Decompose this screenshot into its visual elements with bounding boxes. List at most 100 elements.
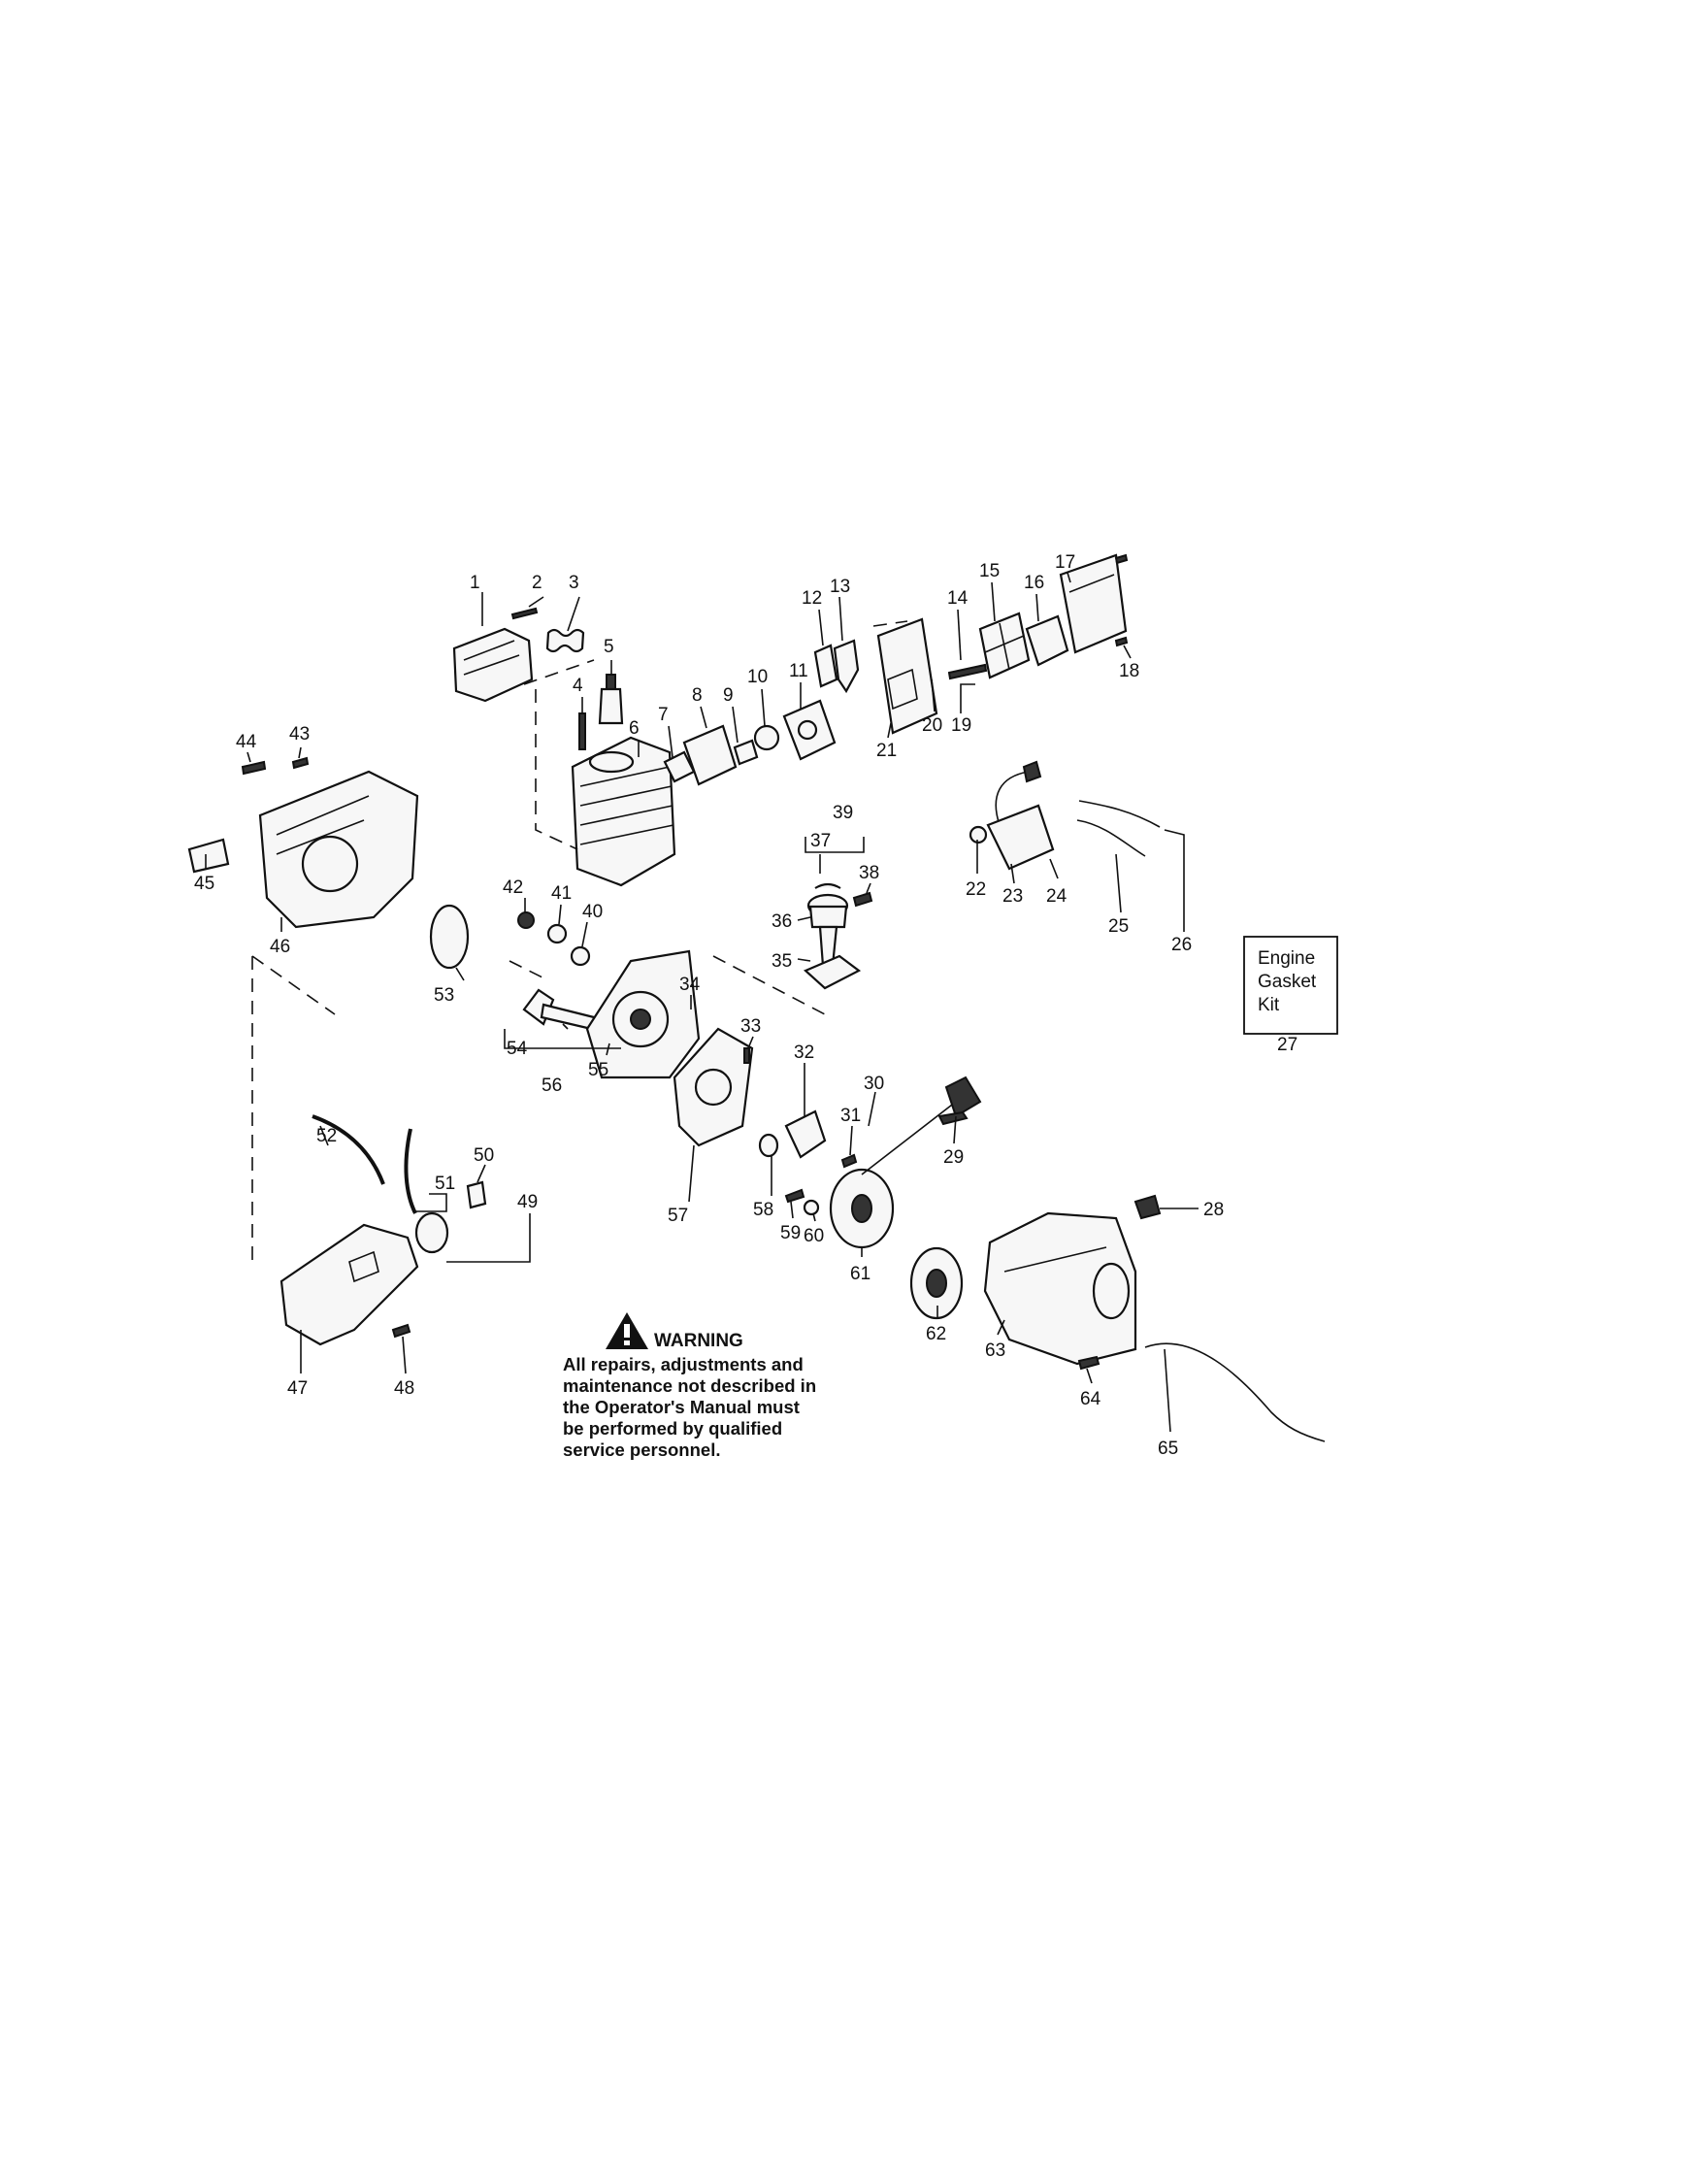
part-number: 15 <box>979 561 1000 581</box>
part-seal-40 <box>570 945 591 967</box>
part-number: 50 <box>474 1145 494 1166</box>
part-engine-shroud <box>258 770 419 929</box>
part-number: 59 <box>780 1223 801 1243</box>
part-number: 19 <box>951 715 971 736</box>
part-nut-60 <box>803 1199 820 1216</box>
part-number: 2 <box>532 573 542 593</box>
warning-title: WARNING <box>654 1331 743 1351</box>
part-number: 56 <box>542 1075 562 1096</box>
part-number: 53 <box>434 985 454 1006</box>
part-screw-2 <box>510 607 539 620</box>
part-number: 5 <box>604 637 614 657</box>
part-carburetor <box>782 699 837 761</box>
part-clip-45 <box>187 838 230 874</box>
part-washer-58 <box>758 1133 779 1158</box>
part-number: 35 <box>772 951 792 972</box>
part-wire-26 <box>1078 800 1161 828</box>
part-number: 16 <box>1024 573 1044 593</box>
part-number: 14 <box>947 588 969 609</box>
part-seal-42 <box>517 911 535 929</box>
part-number: 39 <box>833 803 853 823</box>
part-insulator-8 <box>682 724 738 786</box>
part-number: 62 <box>926 1324 946 1344</box>
part-pin-4 <box>578 712 586 750</box>
part-piston <box>806 893 849 968</box>
part-crankcase-half <box>673 1027 754 1147</box>
part-crankshaft <box>522 988 604 1033</box>
part-spring-3 <box>545 628 585 653</box>
part-number: 41 <box>551 883 572 904</box>
part-number: 12 <box>802 588 822 609</box>
group-line-shroud <box>251 955 336 1262</box>
part-starter-handle <box>937 1075 982 1126</box>
part-air-filter-cover <box>1059 553 1128 654</box>
gasket-kit-box: Engine Gasket Kit <box>1243 936 1338 1035</box>
part-screw-17 <box>1114 553 1129 565</box>
part-gasket-35 <box>803 954 862 990</box>
part-number: 54 <box>507 1039 528 1059</box>
part-number: 40 <box>582 902 603 922</box>
gasket-kit-line: Gasket <box>1258 972 1317 992</box>
part-fuel-filter <box>466 1180 487 1209</box>
part-number: 31 <box>840 1106 861 1126</box>
part-number-labels: 1 2 3 4 5 6 7 8 9 10 11 12 13 14 15 16 1… <box>194 552 1297 1459</box>
group-line-crankcase <box>509 955 826 1015</box>
part-number: 55 <box>588 1060 608 1080</box>
part-fuel-line-52 <box>312 1114 385 1185</box>
group-line-filter <box>872 620 908 627</box>
part-number: 1 <box>470 573 480 593</box>
warning-line: service personnel. <box>563 1439 720 1460</box>
part-number: 17 <box>1055 552 1075 573</box>
part-wire-25 <box>1076 819 1146 857</box>
part-number: 29 <box>943 1147 964 1168</box>
warning-block: WARNING All repairs, adjustments and mai… <box>563 1312 816 1460</box>
group-line-engine <box>523 659 595 850</box>
part-number: 60 <box>804 1226 824 1246</box>
part-number: 34 <box>679 975 701 995</box>
part-ignition-module <box>969 760 1055 871</box>
part-number: 64 <box>1080 1389 1101 1409</box>
part-number: 61 <box>850 1264 870 1284</box>
part-number: 51 <box>435 1174 455 1194</box>
warning-line: All repairs, adjustments and <box>563 1354 804 1374</box>
part-air-filter-base <box>876 617 938 735</box>
part-screw-59 <box>784 1188 805 1204</box>
part-number: 30 <box>864 1074 884 1094</box>
part-fuel-line-51 <box>404 1128 417 1214</box>
part-number: 9 <box>723 685 734 706</box>
part-number: 52 <box>316 1126 337 1146</box>
part-spark-plug <box>598 674 624 725</box>
part-number: 33 <box>740 1016 761 1037</box>
part-piston-pin <box>852 891 873 908</box>
part-number: 26 <box>1171 935 1192 955</box>
part-key-33 <box>743 1047 750 1064</box>
part-number: 23 <box>1002 886 1023 907</box>
part-ring-10 <box>753 724 780 751</box>
part-starter-housing <box>983 1211 1137 1366</box>
part-number: 18 <box>1119 661 1139 681</box>
part-crankcase <box>585 949 701 1079</box>
part-number: 49 <box>517 1192 538 1212</box>
part-number: 32 <box>794 1042 814 1063</box>
part-filter-plate <box>978 612 1031 679</box>
part-number: 57 <box>668 1206 688 1226</box>
part-number: 25 <box>1108 916 1129 937</box>
part-number: 37 <box>810 831 831 851</box>
part-number: 20 <box>922 715 942 736</box>
gasket-kit-line: Kit <box>1258 995 1280 1015</box>
part-seal-41 <box>546 923 568 944</box>
part-number: 11 <box>789 661 808 681</box>
part-screw-31 <box>840 1153 858 1169</box>
part-number: 63 <box>985 1340 1005 1361</box>
part-piston-clip <box>814 882 841 889</box>
part-fuel-cap <box>414 1211 449 1254</box>
warning-line: be performed by qualified <box>563 1418 782 1439</box>
leader-lines <box>205 572 1292 1433</box>
part-clip-28 <box>1133 1194 1162 1220</box>
part-o-ring <box>429 904 470 970</box>
part-screw-43 <box>291 756 310 770</box>
part-number: 28 <box>1203 1200 1224 1220</box>
part-number: 44 <box>236 732 257 752</box>
part-screw-18 <box>1114 636 1129 647</box>
